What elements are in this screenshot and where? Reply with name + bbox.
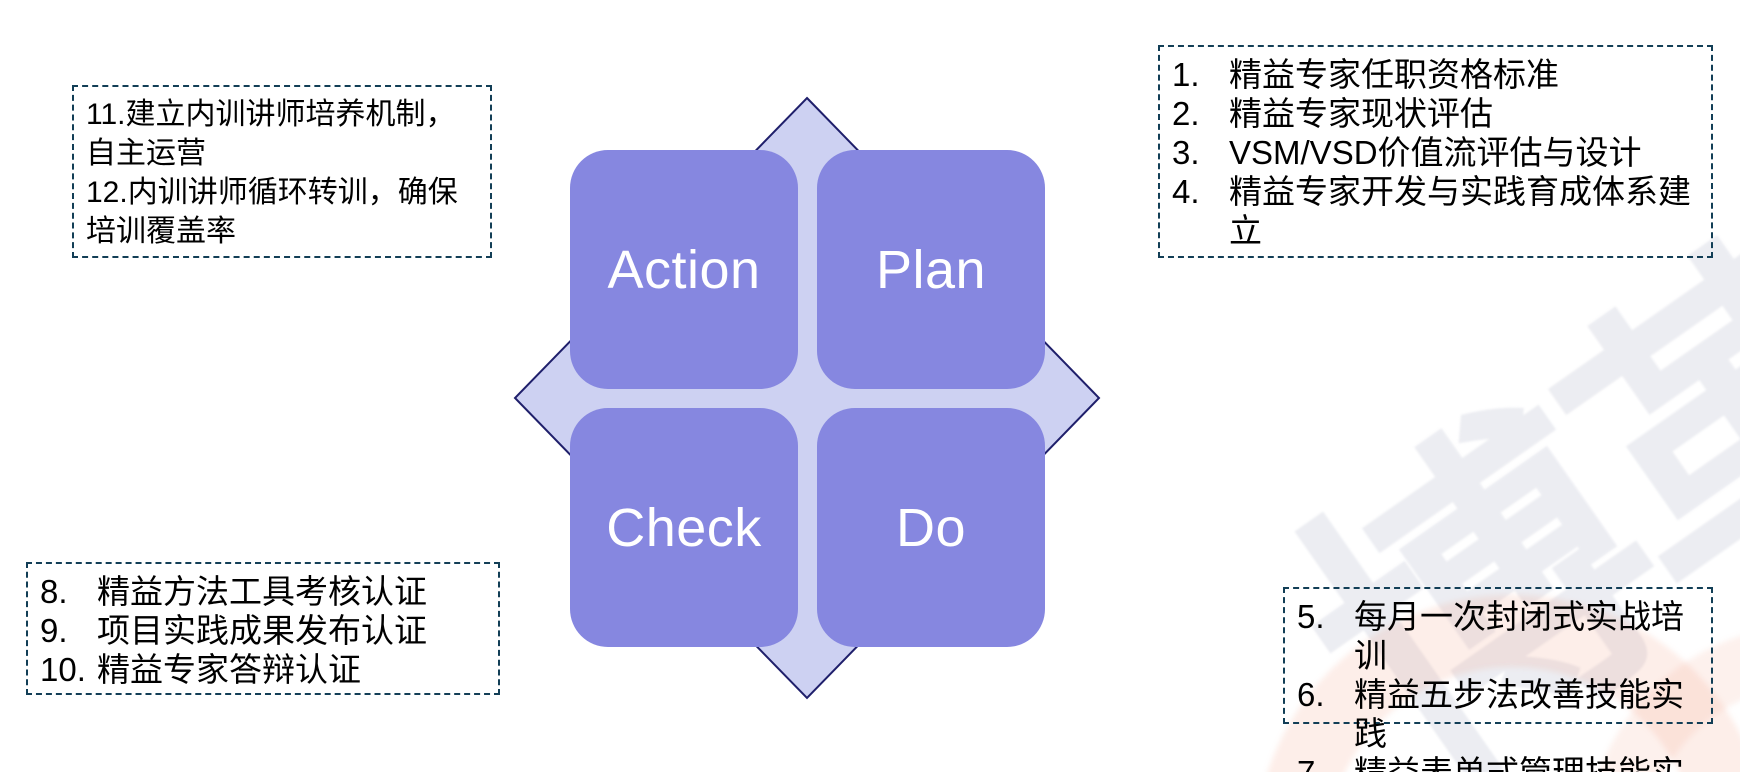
quadrant-do: Do: [817, 408, 1045, 647]
quadrant-plan: Plan: [817, 150, 1045, 389]
note-box-action: 11.建立内训讲师培养机制，自主运营 12.内训讲师循环转训，确保培训覆盖率: [72, 85, 492, 258]
note-item: 12.内训讲师循环转训，确保培训覆盖率: [86, 176, 458, 248]
note-item: 9.项目实践成果发布认证: [40, 612, 427, 649]
note-box-do: 5.每月一次封闭式实战培训 6.精益五步法改善技能实践 7.精益表单式管理技能实…: [1283, 587, 1713, 772]
note-item: 8.精益方法工具考核认证: [40, 573, 427, 610]
note-item: 3.VSM/VSD价值流评估与设计: [1172, 134, 1642, 171]
note-item: 11.建立内训讲师培养机制，自主运营: [86, 98, 456, 170]
quadrant-action: Action: [570, 150, 798, 389]
note-item: 2.精益专家现状评估: [1172, 95, 1493, 132]
note-box-check: 8.精益方法工具考核认证 9.项目实践成果发布认证 10.精益专家答辩认证: [26, 562, 500, 695]
note-box-plan: 1.精益专家任职资格标准 2.精益专家现状评估 3.VSM/VSD价值流评估与设…: [1158, 45, 1713, 258]
note-item: 4.精益专家开发与实践育成体系建立: [1172, 173, 1691, 249]
quadrant-label: Check: [606, 497, 762, 558]
quadrant-check: Check: [570, 408, 798, 647]
quadrant-label: Plan: [875, 239, 987, 300]
quadrant-label: Do: [895, 497, 967, 558]
quadrant-label: Action: [607, 239, 761, 300]
note-item: 1.精益专家任职资格标准: [1172, 56, 1559, 93]
note-item: 5.每月一次封闭式实战培训: [1297, 598, 1684, 674]
note-item: 6.精益五步法改善技能实践: [1297, 676, 1684, 752]
note-item: 7.精益表单式管理技能实践: [1297, 753, 1699, 772]
note-item: 10.精益专家答辩认证: [40, 651, 361, 688]
